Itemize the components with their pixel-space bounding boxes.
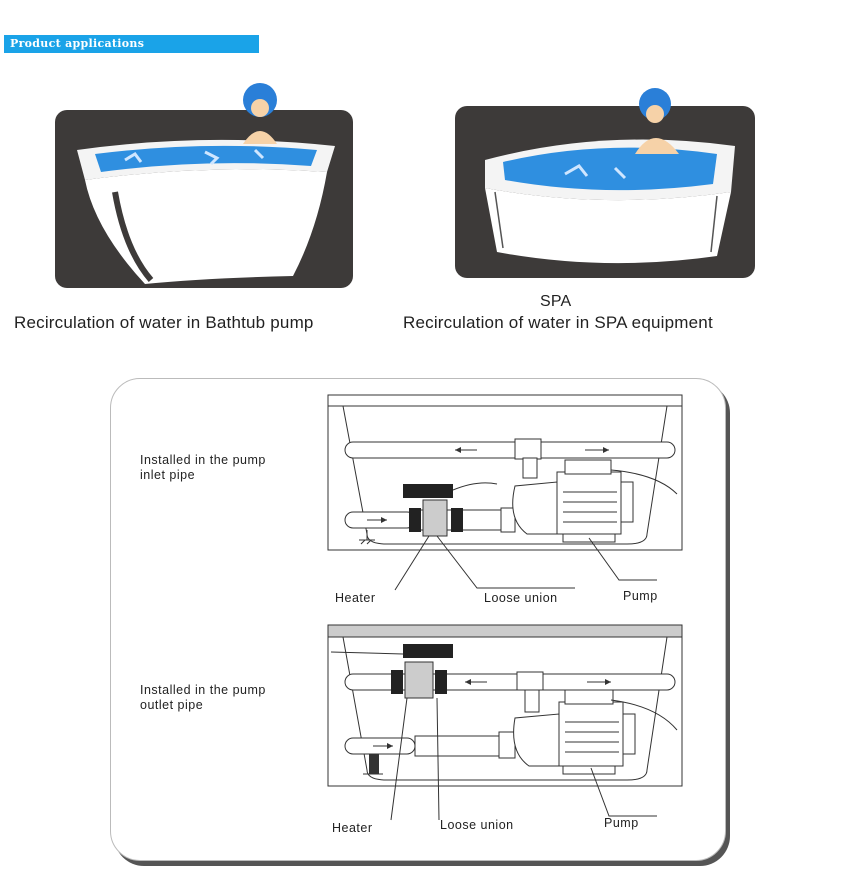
inlet-note-line1: Installed in the pump bbox=[140, 453, 266, 467]
section-header: Product applications bbox=[4, 35, 259, 53]
spa-caption: Recirculation of water in SPA equipment bbox=[403, 313, 713, 332]
bathtub-caption: Recirculation of water in Bathtub pump bbox=[14, 313, 314, 332]
pump-label-1: Pump bbox=[623, 589, 658, 603]
spa-illustration bbox=[455, 88, 755, 278]
outlet-note-line2: outlet pipe bbox=[140, 698, 204, 712]
spa-subtitle: SPA bbox=[540, 293, 572, 310]
outlet-note-line1: Installed in the pump bbox=[140, 683, 266, 697]
pump-label-2: Pump bbox=[604, 816, 639, 830]
outlet-installation-diagram bbox=[327, 624, 683, 821]
loose-union-label-2: Loose union bbox=[440, 818, 514, 832]
bathtub-illustration bbox=[55, 83, 353, 288]
heater-label-2: Heater bbox=[332, 821, 373, 835]
inlet-note-line2: inlet pipe bbox=[140, 468, 196, 482]
loose-union-label-1: Loose union bbox=[484, 591, 558, 605]
inlet-installation-diagram bbox=[327, 394, 683, 591]
heater-label-1: Heater bbox=[335, 591, 376, 605]
